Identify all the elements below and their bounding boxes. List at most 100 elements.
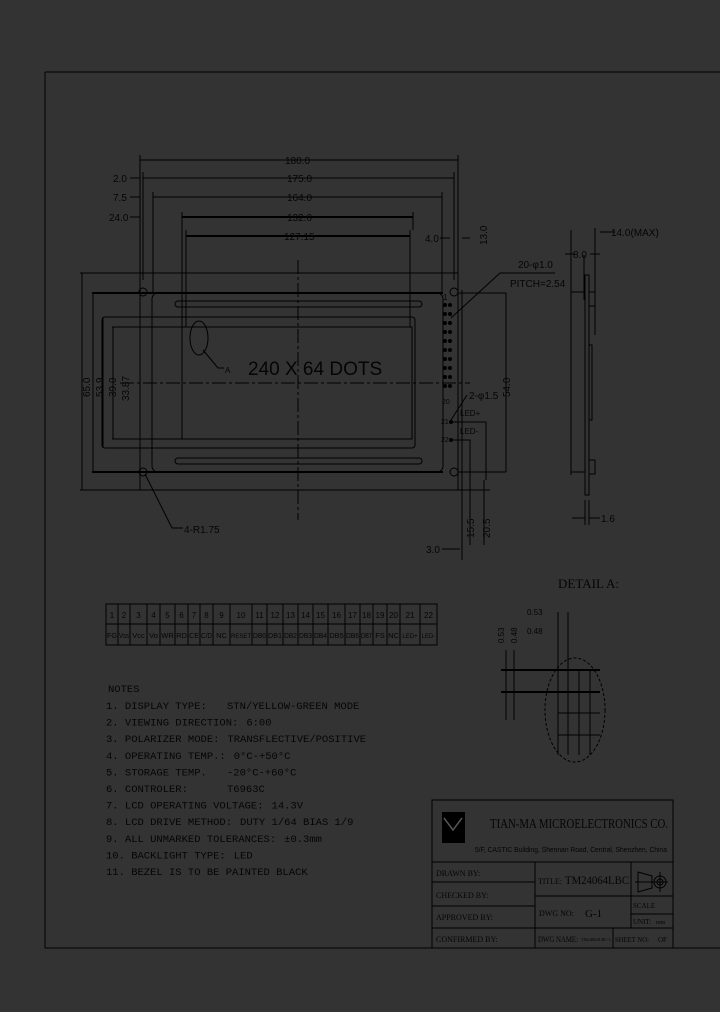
pin-hole bbox=[443, 312, 447, 316]
dim-7-5: 7.5 bbox=[113, 193, 127, 204]
title-value: TM24064LBC bbox=[565, 873, 629, 887]
pin-signal: NC bbox=[216, 631, 227, 640]
corner-radius-label: 4-R1.75 bbox=[184, 525, 220, 536]
pin-signal: Vo bbox=[149, 631, 158, 640]
pin-label-22: 22 bbox=[441, 437, 449, 444]
dim-175: 175.0 bbox=[287, 174, 312, 185]
dwg-name-label: DWG NAME: bbox=[538, 935, 578, 944]
note-label: 7. LCD OPERATING VOLTAGE: bbox=[106, 801, 264, 813]
pin-hole bbox=[448, 330, 452, 334]
pin-signal: C/D bbox=[201, 631, 212, 640]
note-value: T6963C bbox=[227, 784, 265, 796]
dim-3: 3.0 bbox=[426, 545, 440, 556]
pin-signal: LED+ bbox=[402, 634, 418, 640]
detail-a-marker: A bbox=[225, 366, 231, 375]
pin-hole bbox=[448, 384, 452, 388]
sheet-value: OF bbox=[658, 936, 667, 944]
detail-size-v: 0.48 bbox=[510, 627, 519, 643]
pin-hole bbox=[448, 357, 452, 361]
note-value: STN/YELLOW-GREEN MODE bbox=[227, 701, 359, 713]
note-value: TRANSFLECTIVE/POSITIVE bbox=[227, 734, 366, 746]
dim-2: 2.0 bbox=[113, 174, 127, 185]
led-hole-label: 2-φ1.5 bbox=[469, 391, 499, 402]
pin-hole bbox=[448, 348, 452, 352]
dwg-no-value: G-1 bbox=[585, 908, 602, 920]
width-dimensions: 180.0 175.0 164.0 132.0 127.15 2.0 7.5 2… bbox=[109, 155, 490, 490]
note-value: -20°C-+60°C bbox=[227, 767, 296, 779]
pin-number: 13 bbox=[286, 611, 295, 620]
note-label: 10. BACKLIGHT TYPE: bbox=[106, 850, 226, 862]
pin-number: 1 bbox=[110, 611, 115, 620]
pin-signal: NC bbox=[388, 631, 399, 640]
dim-24: 24.0 bbox=[109, 213, 129, 224]
pin-signal: DB5 bbox=[329, 631, 344, 640]
note-label: 9. ALL UNMARKED TOLERANCES: bbox=[106, 834, 276, 846]
pin-number: 4 bbox=[151, 611, 156, 620]
scale-label: SCALE bbox=[633, 902, 655, 910]
pin-number: 8 bbox=[204, 611, 209, 620]
pin-signal: DB4 bbox=[314, 631, 327, 640]
pin-number: 18 bbox=[362, 611, 371, 620]
dim-13: 13.0 bbox=[479, 225, 490, 245]
pin-label-21: 21 bbox=[441, 419, 449, 426]
pin-hole bbox=[448, 321, 452, 325]
note-label: 1. DISPLAY TYPE: bbox=[106, 701, 207, 713]
pin-number: 10 bbox=[237, 611, 246, 620]
pin-signal: DB0 bbox=[253, 631, 266, 640]
pin-signal: Vss bbox=[119, 631, 129, 640]
thickness-max-label: 14.0(MAX) bbox=[611, 228, 659, 239]
detail-a: DETAIL A: 0.53 0.48 0.53 0.48 bbox=[497, 576, 619, 763]
note-value: 0°C-+50°C bbox=[234, 751, 291, 763]
note-value: ±0.3mm bbox=[284, 834, 322, 846]
pin-number: 6 bbox=[179, 611, 184, 620]
notes-heading: NOTES bbox=[108, 684, 140, 696]
notes-section: NOTES 1. DISPLAY TYPE: STN/YELLOW-GREEN M… bbox=[106, 684, 366, 879]
detail-a-title: DETAIL A: bbox=[558, 576, 619, 591]
pin-signal: CE bbox=[189, 631, 199, 640]
pin-number: 17 bbox=[348, 611, 357, 620]
pin-hole bbox=[443, 366, 447, 370]
pin-number: 5 bbox=[165, 611, 170, 620]
company-name: TIAN-MA MICROELECTRONICS CO. bbox=[490, 817, 668, 832]
title-label: TITLE: bbox=[538, 877, 562, 886]
projection-symbol-icon bbox=[635, 871, 668, 893]
side-depth-label: 8.0 bbox=[573, 250, 587, 261]
dim-4: 4.0 bbox=[425, 234, 439, 245]
pin-number: 9 bbox=[219, 611, 224, 620]
unit-value: mm bbox=[656, 920, 666, 926]
pin-hole bbox=[443, 339, 447, 343]
pin-number: 2 bbox=[122, 611, 127, 620]
pin-number: 14 bbox=[301, 611, 310, 620]
module-front-view: A 240 X 64 DOTS 4-R1.75 bbox=[80, 260, 470, 536]
pin-number: 7 bbox=[192, 611, 197, 620]
note-label: 3. POLARIZER MODE: bbox=[106, 734, 219, 746]
pitch-label: PITCH=2.54 bbox=[510, 279, 566, 290]
pin-signal: FS bbox=[375, 631, 385, 640]
note-value: 6:00 bbox=[246, 718, 271, 730]
pin-signal: LED- bbox=[422, 634, 436, 640]
note-label: 2. VIEWING DIRECTION: bbox=[106, 718, 238, 730]
pcb-thickness-label: 1.6 bbox=[601, 514, 615, 525]
dim-132: 132.0 bbox=[287, 213, 312, 224]
pin-signal: DB7 bbox=[361, 631, 372, 640]
pin-label-20: 20 bbox=[442, 399, 450, 406]
dim-20-5: 20.5 bbox=[482, 518, 493, 538]
pin-hole bbox=[448, 303, 452, 307]
led-minus-label: LED- bbox=[460, 427, 479, 436]
pin-number: 16 bbox=[332, 611, 341, 620]
note-value: DUTY 1/64 BIAS 1/9 bbox=[240, 817, 353, 829]
dim-33-87: 33.87 bbox=[121, 376, 132, 401]
pin-label-1: 1 bbox=[443, 293, 448, 302]
pin-hole bbox=[448, 366, 452, 370]
note-label: 11. BEZEL IS TO BE PAINTED BLACK bbox=[106, 867, 308, 879]
pin-hole-label: 20-φ1.0 bbox=[518, 260, 553, 271]
note-label: 4. OPERATING TEMP.: bbox=[106, 751, 226, 763]
company-address: 5/F, CASTIC Building, Shennan Road, Cent… bbox=[475, 847, 667, 854]
pin-signal: DB2 bbox=[284, 631, 297, 640]
confirmed-by: CONFIRMED BY: bbox=[436, 935, 498, 944]
note-label: 5. STORAGE TEMP. bbox=[106, 767, 207, 779]
drawn-by: DRAWN BY: bbox=[436, 869, 480, 878]
dim-164: 164.0 bbox=[287, 193, 312, 204]
company-logo bbox=[442, 812, 465, 843]
